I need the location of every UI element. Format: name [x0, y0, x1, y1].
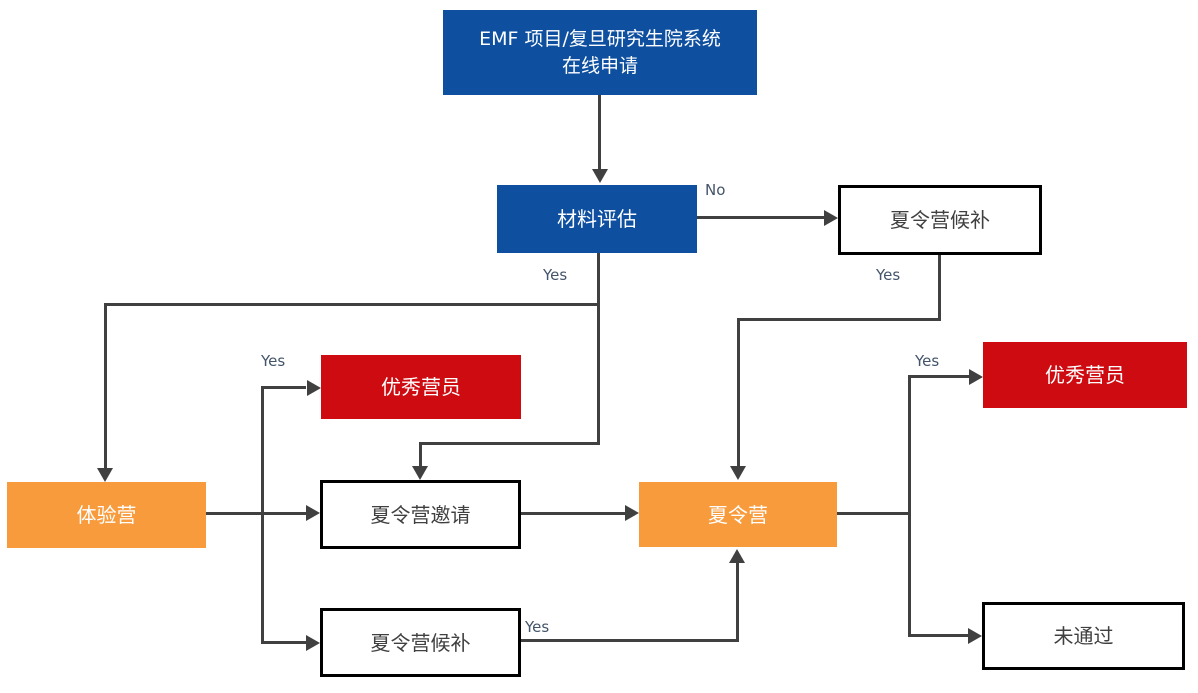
edge-review-invitation-hline [419, 442, 599, 445]
edge-label-review-yes: Yes [543, 266, 568, 284]
edge-label-waitlist-bottom-yes: Yes [525, 618, 550, 636]
edge-waitlist-top-yes-vline2 [737, 318, 740, 468]
arrowhead-right-icon [968, 628, 982, 644]
arrowhead-right-icon [306, 505, 320, 521]
arrowhead-right-icon [307, 380, 321, 396]
edge-label-summercamp-yes: Yes [915, 352, 940, 370]
edge-summercamp-excellent-line [908, 375, 969, 378]
edge-experience-excellent-line [261, 386, 306, 389]
node-excellent-camper-left: 优秀营员 [321, 355, 521, 419]
edge-waitlist-top-yes-vline1 [938, 255, 941, 321]
node-excellent-camper-left-label: 优秀营员 [381, 375, 461, 399]
edge-label-waitlist-top-yes: Yes [876, 266, 901, 284]
node-camp-waitlist-top: 夏令营候补 [838, 185, 1042, 255]
arrowhead-down-icon [730, 466, 746, 480]
arrowhead-up-icon [729, 549, 745, 563]
node-camp-invitation: 夏令营邀请 [320, 480, 521, 549]
edge-invitation-summercamp-line [521, 512, 625, 515]
edge-waitlist-top-yes-hline [737, 318, 941, 321]
node-camp-invitation-label: 夏令营邀请 [370, 502, 471, 527]
edge-waitlist-bottom-yes-vline [736, 560, 739, 642]
edge-review-yes-stem-line [597, 253, 600, 445]
arrowhead-right-icon [625, 505, 639, 521]
node-material-review-label: 材料评估 [557, 207, 637, 231]
edge-label-experience-yes: Yes [261, 352, 286, 370]
edge-review-waitlist-no-line [697, 216, 824, 219]
arrowhead-right-icon [306, 635, 320, 651]
arrowhead-right-icon [969, 369, 983, 385]
node-not-passed: 未通过 [982, 602, 1185, 670]
arrowhead-down-icon [97, 468, 113, 482]
edge-review-invitation-vline [419, 442, 422, 468]
arrowhead-down-icon [592, 169, 608, 183]
node-experience-camp-label: 体验营 [76, 503, 137, 527]
node-summer-camp: 夏令营 [639, 482, 837, 547]
edge-waitlist-bottom-yes-hline [521, 639, 738, 642]
node-summer-camp-label: 夏令营 [708, 502, 768, 527]
edge-review-experience-vline [104, 303, 107, 468]
arrowhead-down-icon [412, 466, 428, 480]
node-camp-waitlist-bottom: 夏令营候补 [320, 608, 521, 677]
node-excellent-camper-right: 优秀营员 [983, 342, 1187, 408]
node-not-passed-label: 未通过 [1053, 624, 1114, 648]
edge-experience-waitlist-line [261, 641, 306, 644]
edge-label-review-no: No [705, 181, 726, 199]
node-excellent-camper-right-label: 优秀营员 [1045, 363, 1125, 387]
node-online-application: EMF 项目/复旦研究生院系统 在线申请 [443, 10, 757, 95]
edge-review-experience-hline [104, 303, 599, 306]
node-online-application-label: EMF 项目/复旦研究生院系统 在线申请 [479, 27, 721, 77]
edge-summercamp-branch-hline [837, 512, 910, 515]
arrowhead-right-icon [824, 210, 838, 226]
edge-experience-branch-vline [261, 387, 264, 644]
node-experience-camp: 体验营 [7, 482, 206, 548]
node-material-review: 材料评估 [497, 185, 697, 253]
node-camp-waitlist-top-label: 夏令营候补 [890, 208, 990, 232]
edge-summercamp-notpassed-line [908, 634, 968, 637]
edge-experience-invitation-line [206, 512, 314, 515]
edge-application-review-line [598, 95, 601, 169]
node-camp-waitlist-bottom-label: 夏令营候补 [370, 630, 471, 655]
edge-summercamp-branch-vline [908, 376, 911, 637]
